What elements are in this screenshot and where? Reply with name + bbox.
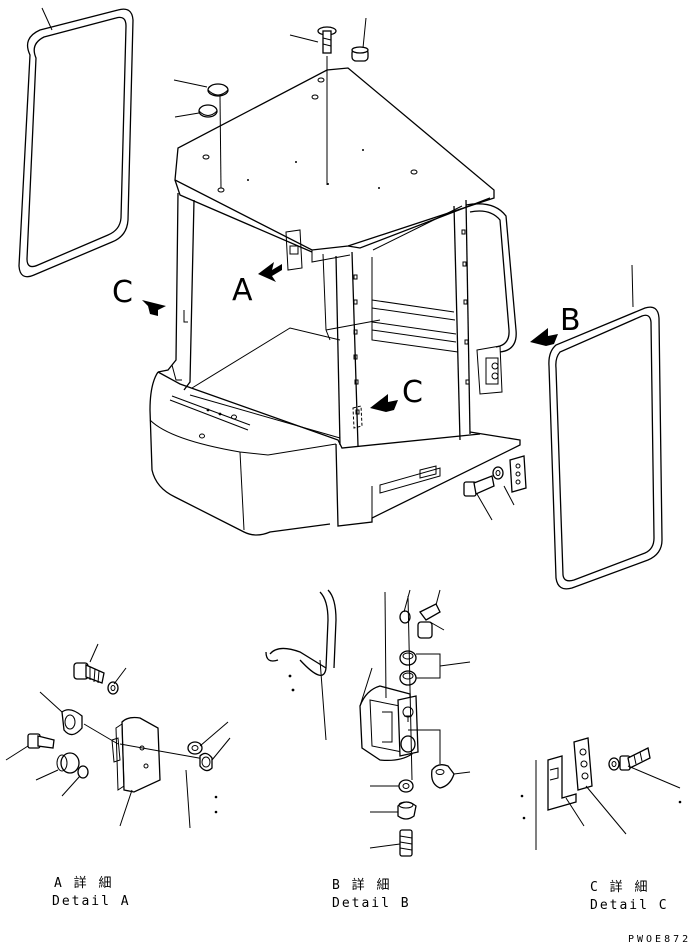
roof-plug-upper [173, 79, 229, 193]
side-plate [503, 455, 527, 506]
roof-cap [351, 17, 369, 62]
view-label-c-right: C [402, 375, 423, 410]
detail-c-subtitle: Detail C [590, 898, 669, 913]
view-arrow-a: A [232, 262, 282, 308]
view-label-c-left: C [112, 275, 133, 310]
detail-b-caption: B 詳 細 Detail B [332, 877, 411, 911]
roof-plug-lower [174, 104, 218, 118]
detail-c-caption: C 詳 細 Detail C [590, 879, 669, 913]
left-window-glass [18, 7, 134, 278]
side-bolt [463, 475, 495, 521]
detail-c-assembly [520, 737, 682, 850]
view-arrow-b: B [530, 303, 581, 346]
view-arrow-c-right: C [370, 375, 423, 412]
view-arrow-c-left: C [112, 275, 166, 316]
detail-a-caption: A 詳 細 Detail A [52, 875, 131, 909]
right-window-glass [548, 264, 663, 590]
view-label-b: B [560, 303, 581, 338]
detail-c-title: C 詳 細 [590, 879, 649, 895]
detail-a-assembly [5, 643, 231, 829]
cab-body [149, 67, 521, 536]
detail-b-subtitle: Detail B [332, 896, 411, 911]
detail-a-subtitle: Detail A [52, 894, 131, 909]
view-label-a: A [232, 273, 253, 308]
detail-a-title: A 詳 細 [54, 875, 113, 891]
side-washer [492, 466, 504, 480]
detail-b-assembly [265, 589, 471, 857]
detail-b-title: B 詳 細 [332, 877, 391, 893]
roof-bolt [289, 26, 337, 185]
drawing-code: PWOE872 [628, 934, 691, 945]
